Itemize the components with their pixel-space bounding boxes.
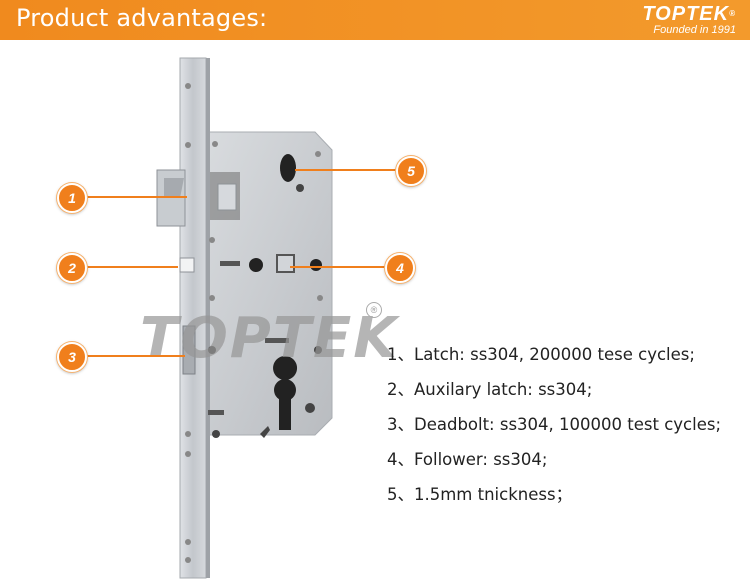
brand-tagline: Founded in 1991 bbox=[653, 24, 736, 36]
follower bbox=[276, 254, 295, 273]
brand-registered-mark: ® bbox=[729, 9, 736, 18]
feature-item-thickness: 5、1.5mm tnickness； bbox=[387, 485, 573, 504]
feature-item-follower: 4、Follower: ss304; bbox=[387, 450, 548, 469]
leader-line-2 bbox=[85, 266, 178, 268]
callout-3: 3 bbox=[57, 342, 87, 372]
auxiliary-latch bbox=[179, 257, 195, 273]
mortise-lock-image bbox=[156, 57, 333, 579]
leader-line-1 bbox=[85, 196, 187, 198]
callout-4: 4 bbox=[385, 253, 415, 283]
page-title: Product advantages: bbox=[16, 4, 268, 32]
header-banner: Product advantages: TOPTEK® Founded in 1… bbox=[0, 0, 750, 40]
faceplate bbox=[179, 57, 207, 579]
leader-line-4 bbox=[290, 266, 394, 268]
callout-2: 2 bbox=[57, 253, 87, 283]
feature-item-auxiliary-latch: 2、Auxilary latch: ss304; bbox=[387, 380, 593, 399]
feature-list: 1、Latch: ss304, 200000 tese cycles; 2、Au… bbox=[387, 341, 742, 516]
deadbolt-slot bbox=[182, 325, 196, 375]
leader-line-3 bbox=[85, 355, 185, 357]
feature-item-deadbolt: 3、Deadbolt: ss304, 100000 test cycles; bbox=[387, 415, 722, 434]
watermark-registered-mark: ® bbox=[366, 302, 382, 318]
callout-1: 1 bbox=[57, 183, 87, 213]
brand-name: TOPTEK bbox=[642, 3, 730, 25]
brand-logo: TOPTEK® Founded in 1991 bbox=[642, 4, 736, 36]
watermark-logo: TOPTEK bbox=[140, 306, 399, 371]
leader-line-5 bbox=[295, 169, 400, 171]
callout-5: 5 bbox=[396, 156, 426, 186]
feature-item-latch: 1、Latch: ss304, 200000 tese cycles; bbox=[387, 345, 695, 364]
